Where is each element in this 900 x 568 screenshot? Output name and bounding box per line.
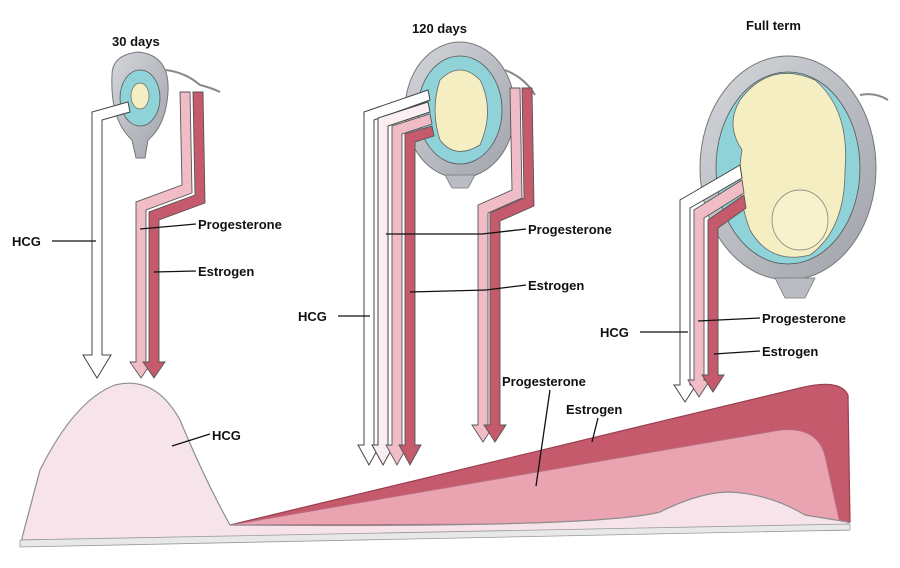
hcg-label-full: HCG — [600, 325, 629, 340]
leader-lines — [52, 223, 761, 487]
estrogen-arrow-120-right — [483, 87, 535, 443]
estrogen-arrow-120 — [398, 125, 435, 466]
progesterone-curve-label: Progesterone — [502, 374, 586, 389]
stage-labels: 30 days 120 days Full term — [112, 18, 801, 49]
progesterone-arrow-30 — [129, 91, 193, 379]
estrogen-arrow-full — [701, 194, 747, 393]
estrogen-arrow-30 — [142, 91, 206, 379]
estrogen-label-30: Estrogen — [198, 264, 254, 279]
hcg-curve-label: HCG — [212, 428, 241, 443]
progesterone-arrow-full — [687, 179, 745, 398]
hcg-label-30: HCG — [12, 234, 41, 249]
hormone-labels: HCG Progesterone Estrogen HCG Progestero… — [12, 217, 846, 443]
hcg-arrow-120-b — [371, 101, 431, 467]
baseline-shadow — [19, 523, 851, 548]
estrogen-curve-label: Estrogen — [566, 402, 622, 417]
hormone-curves — [19, 382, 851, 548]
estrogen-label-full: Estrogen — [762, 344, 818, 359]
progesterone-label-full: Progesterone — [762, 311, 846, 326]
estrogen-label-120: Estrogen — [528, 278, 584, 293]
arrows-30-days — [82, 91, 206, 379]
progesterone-label-30: Progesterone — [198, 217, 282, 232]
arrows-120-days — [357, 87, 535, 467]
hcg-label-120: HCG — [298, 309, 327, 324]
progesterone-arrow-120 — [385, 113, 433, 466]
progesterone-label-120: Progesterone — [528, 222, 612, 237]
stage-label-full-term: Full term — [746, 18, 801, 33]
hcg-arrow-full — [673, 164, 743, 403]
hcg-curve — [21, 382, 849, 541]
hcg-arrow-30 — [82, 101, 131, 379]
uterus-120-days — [404, 41, 536, 189]
stage-label-120-days: 120 days — [412, 21, 467, 36]
stage-label-30-days: 30 days — [112, 34, 160, 49]
arrows-full-term — [673, 164, 747, 403]
uterus-full-term — [699, 55, 889, 299]
progesterone-arrow-120-right — [471, 87, 523, 443]
